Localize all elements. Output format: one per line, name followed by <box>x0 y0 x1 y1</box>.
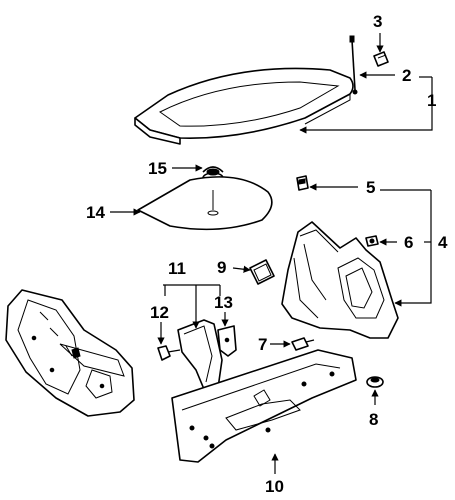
tray-support-rod <box>349 35 358 95</box>
callout-10: 10 <box>265 477 284 496</box>
spare-cover-knob <box>202 166 224 184</box>
side-trim-clip <box>296 175 309 191</box>
callout-13: 13 <box>214 293 233 312</box>
rear-sill-plate <box>171 349 357 463</box>
trim-retainer <box>365 235 379 247</box>
package-tray-panel <box>134 67 354 145</box>
cover-bracket <box>217 325 237 357</box>
callout-2: 2 <box>402 66 411 85</box>
grommet <box>366 376 384 388</box>
mounting-screw <box>291 337 315 351</box>
callout-12: 12 <box>150 303 169 322</box>
quarter-trim-panel <box>281 221 399 339</box>
callout-5: 5 <box>366 178 375 197</box>
callout-11: 11 <box>168 259 186 278</box>
tray-clip <box>373 51 389 67</box>
spare-tire-cover <box>137 176 273 231</box>
vehicle-body-section <box>5 289 135 417</box>
callout-4: 4 <box>438 233 448 252</box>
callout-7: 7 <box>258 335 267 354</box>
push-pin-fastener <box>157 345 181 361</box>
callout-14: 14 <box>86 203 105 222</box>
access-cover <box>249 259 275 285</box>
callout-8: 8 <box>369 410 378 429</box>
callout-15: 15 <box>148 159 167 178</box>
callout-numbers: 1 2 3 4 5 6 7 8 9 10 11 12 13 14 15 <box>86 12 448 496</box>
callout-9: 9 <box>217 258 226 277</box>
callout-3: 3 <box>373 12 382 31</box>
leader-lines <box>110 33 433 474</box>
callout-6: 6 <box>404 233 413 252</box>
callout-1: 1 <box>427 91 436 110</box>
